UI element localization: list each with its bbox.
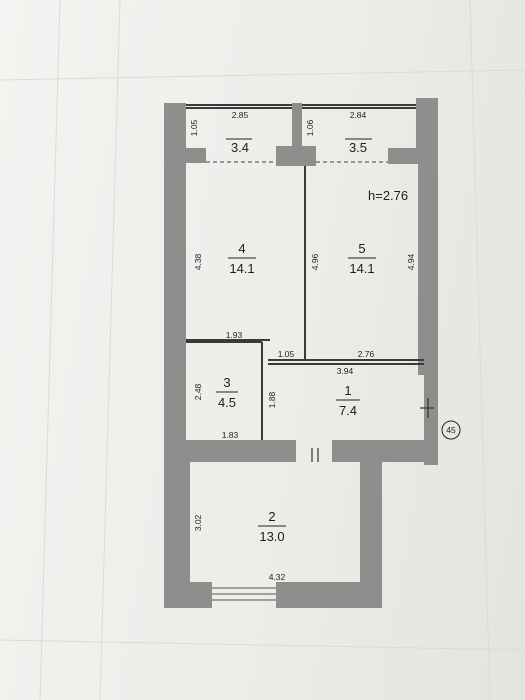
interior-walls — [186, 104, 424, 440]
room-5-area: 14.1 — [349, 261, 374, 276]
room-3-area: 4.5 — [218, 395, 236, 410]
room-2-area: 13.0 — [259, 529, 284, 544]
dim-room3-side: 2.48 — [193, 383, 203, 400]
dim-room2-side: 3.02 — [193, 514, 203, 531]
balcony-left-area: 3.4 — [231, 140, 249, 155]
dim-corridor-width: 2.76 — [358, 349, 375, 359]
room-1-number: 1 — [344, 383, 351, 398]
dim-room3-bottom: 1.83 — [222, 430, 239, 440]
dim-balcony-left-width: 2.85 — [232, 110, 249, 120]
dim-room5-left: 4.96 — [310, 253, 320, 270]
dim-hall-door: 1.88 — [267, 391, 277, 408]
marker-circle — [441, 420, 461, 440]
dim-balcony-right-width: 2.84 — [350, 110, 367, 120]
dim-hall-width: 3.94 — [337, 366, 354, 376]
room-3-number: 3 — [223, 375, 230, 390]
room-4-area: 14.1 — [229, 261, 254, 276]
entry-steps — [212, 587, 276, 601]
walls — [164, 98, 438, 608]
dim-corridor-short: 1.05 — [278, 349, 295, 359]
dim-room5-right: 4.94 — [406, 253, 416, 270]
dim-room3-top: 1.93 — [226, 330, 243, 340]
dim-balcony-left-depth: 1.05 — [189, 119, 199, 136]
room-4-number: 4 — [238, 241, 245, 256]
room-2-number: 2 — [268, 509, 275, 524]
fraction-lines — [216, 138, 376, 527]
door-ticks — [311, 398, 434, 462]
marker-label: 45 — [446, 425, 456, 435]
balcony-right-area: 3.5 — [349, 140, 367, 155]
room-1-area: 7.4 — [339, 403, 357, 418]
dim-room2-bottom: 4.32 — [269, 572, 286, 582]
room-5-number: 5 — [358, 241, 365, 256]
ceiling-height: h=2.76 — [368, 188, 408, 203]
dim-room4-height: 4.38 — [193, 253, 203, 270]
dim-balcony-right-depth: 1.06 — [305, 119, 315, 136]
